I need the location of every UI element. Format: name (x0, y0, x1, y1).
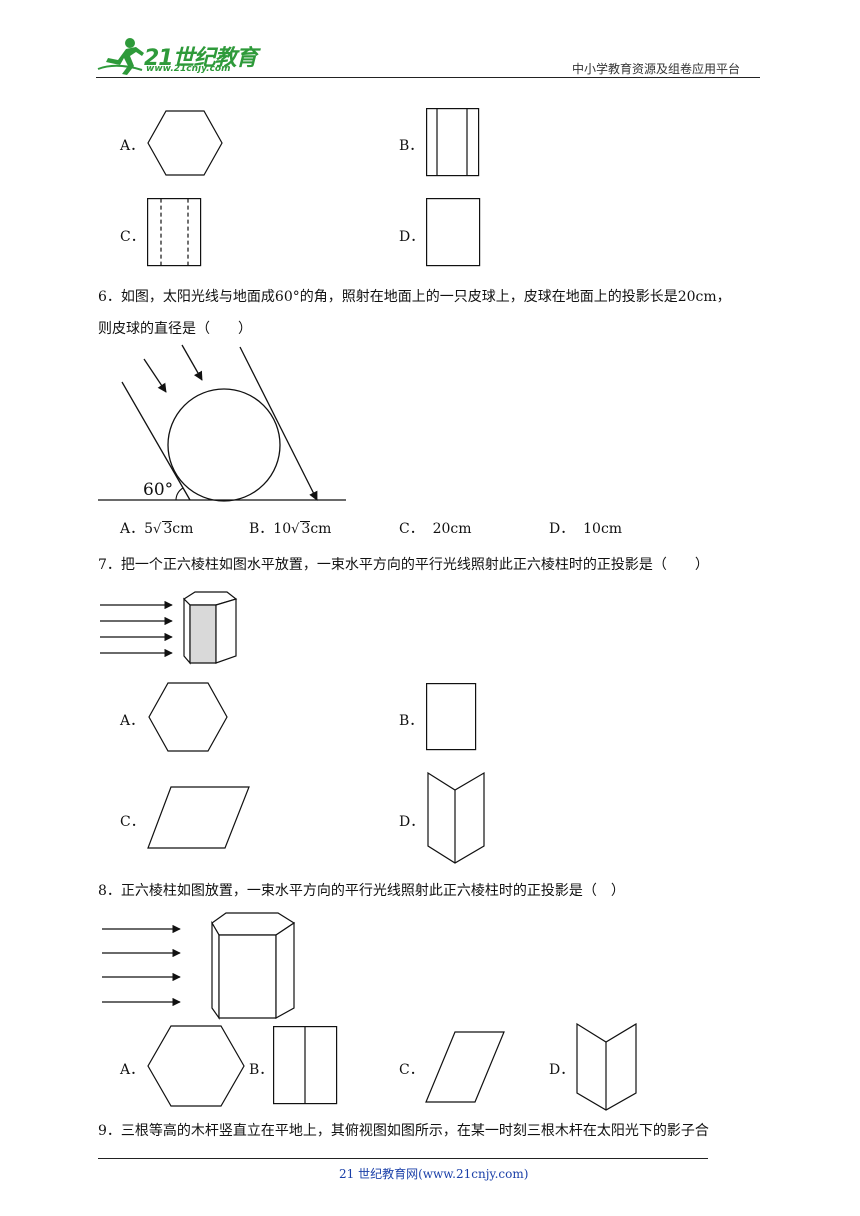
q5-option-b-rect-lines (426, 108, 480, 177)
q7-option-a-label: A． (120, 713, 145, 729)
logo-url: www.21cnjy.com (146, 64, 231, 74)
q8-light-prism-diagram (102, 912, 296, 1020)
q6-option-a-unit: cm (172, 521, 194, 537)
q6-option-b: B．10√3cm (249, 521, 332, 537)
q7-option-d-label: D． (399, 814, 425, 830)
q8-option-c-label: C． (399, 1062, 424, 1078)
q8-option-d-folded-shape (576, 1022, 637, 1111)
q8-text: 8．正六棱柱如图放置，一束水平方向的平行光线照射此正六棱柱时的正投影是（ ） (98, 883, 625, 899)
logo-text: 21世纪教育 (144, 46, 258, 71)
q7-option-d-folded-shape (427, 771, 485, 864)
q7-option-b-label: B． (399, 713, 424, 729)
q7-option-c-label: C． (120, 814, 145, 830)
q8-option-b-label: B． (249, 1062, 274, 1078)
q6-sun-ball-diagram (98, 344, 346, 502)
q7-option-c-parallelogram (147, 786, 250, 849)
q6-option-b-label: B． (249, 521, 274, 537)
q6-option-b-radicand: 3 (300, 521, 311, 537)
q8-option-b-rect-split (273, 1026, 338, 1105)
q8-option-a-hexagon (147, 1025, 245, 1107)
q6-option-b-unit: cm (310, 521, 332, 537)
platform-name: 中小学教育资源及组卷应用平台 (572, 62, 741, 76)
q6-option-d: D． 10cm (549, 521, 623, 537)
q5-option-c-rect-dashed (147, 198, 202, 267)
footer-divider (98, 1158, 708, 1159)
q6-angle-label: 60° (143, 480, 174, 500)
q6-text-line2: 则皮球的直径是（ ） (98, 321, 252, 337)
q8-option-a-label: A． (120, 1062, 145, 1078)
runner-logo-icon (97, 38, 144, 75)
q7-text: 7．把一个正六棱柱如图水平放置，一束水平方向的平行光线照射此正六棱柱时的正投影是… (98, 557, 709, 573)
q5-option-d-rect (426, 198, 481, 267)
q5-option-a-hexagon (147, 110, 223, 176)
header-divider (96, 77, 760, 78)
q8-option-c-parallelogram (425, 1031, 505, 1103)
q7-light-prism-diagram (100, 591, 238, 665)
q6-option-c: C． 20cm (399, 521, 472, 537)
q6-option-a-label: A． (120, 521, 145, 537)
q9-text: 9．三根等高的木杆竖直立在平地上，其俯视图如图所示，在某一时刻三根木杆在太阳光下… (98, 1123, 709, 1139)
q7-option-a-hexagon (148, 682, 228, 752)
q6-option-b-coef: 10 (273, 521, 292, 537)
q5-option-d-label: D． (399, 229, 425, 245)
q8-option-d-label: D． (549, 1062, 575, 1078)
q5-option-c-label: C． (120, 229, 145, 245)
footer-link[interactable]: 21 世纪教育网(www.21cnjy.com) (339, 1167, 529, 1181)
q6-option-a: A．5√3cm (120, 521, 194, 537)
q7-option-b-rect (426, 683, 477, 751)
header-logo: 21世纪教育 www.21cnjy.com (96, 36, 266, 78)
q5-option-a-label: A． (120, 138, 145, 154)
q5-option-b-label: B． (399, 138, 424, 154)
q6-text-line1: 6．如图，太阳光线与地面成60°的角，照射在地面上的一只皮球上，皮球在地面上的投… (98, 289, 731, 305)
q6-option-a-radicand: 3 (162, 521, 173, 537)
q6-option-a-coef: 5 (144, 521, 154, 537)
